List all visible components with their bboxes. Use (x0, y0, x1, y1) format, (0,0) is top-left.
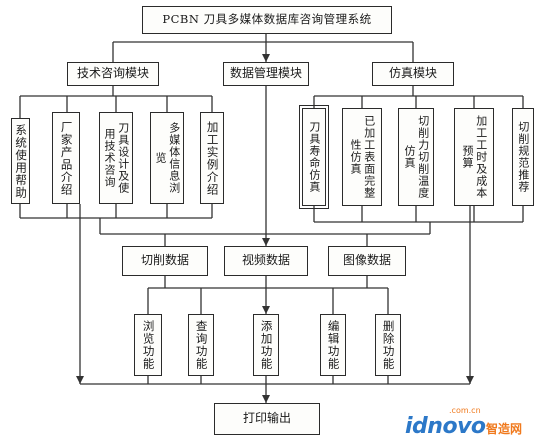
tech-consult-module: 技术咨询模块 (67, 62, 159, 86)
tech-item-help: 系统使用帮助 (11, 118, 30, 204)
watermark-url: .com.cn (449, 406, 481, 415)
tech-item-design-consult: 刀具设计及使用技术咨询 (99, 112, 133, 204)
tech-item-multimedia: 多媒体信息浏览 (150, 112, 184, 204)
data-management-module: 数据管理模块 (223, 62, 309, 86)
sim-item-cutting-spec: 切削规范推荐 (512, 108, 534, 206)
sim-item-force-temperature: 切削力切削温度仿真 (398, 108, 434, 206)
tech-item-examples: 加工实例介绍 (200, 112, 224, 204)
simulation-module: 仿真模块 (372, 62, 454, 86)
watermark-brand-name: 智造网 (486, 422, 523, 436)
function-edit: 编辑功能 (320, 314, 346, 376)
tech-item-products: 厂家产品介绍 (52, 112, 80, 204)
data-type-cutting: 切削数据 (122, 246, 208, 276)
watermark-logo: idnovo (405, 414, 486, 439)
sim-item-surface-integrity: 已加工表面完整性仿真 (342, 108, 382, 206)
function-browse: 浏览功能 (134, 314, 162, 376)
sim-item-tool-life: 刀具寿命仿真 (299, 105, 329, 209)
function-delete: 删除功能 (375, 314, 401, 376)
function-add: 添加功能 (253, 314, 279, 376)
sim-item-time-cost: 加工工时及成本预算 (454, 108, 494, 206)
data-type-video: 视频数据 (224, 246, 308, 276)
system-title-box: PCBN 刀具多媒体数据库咨询管理系统 (142, 6, 392, 34)
data-type-image: 图像数据 (328, 246, 406, 276)
function-query: 查询功能 (188, 314, 214, 376)
print-output-box: 打印输出 (214, 403, 320, 435)
